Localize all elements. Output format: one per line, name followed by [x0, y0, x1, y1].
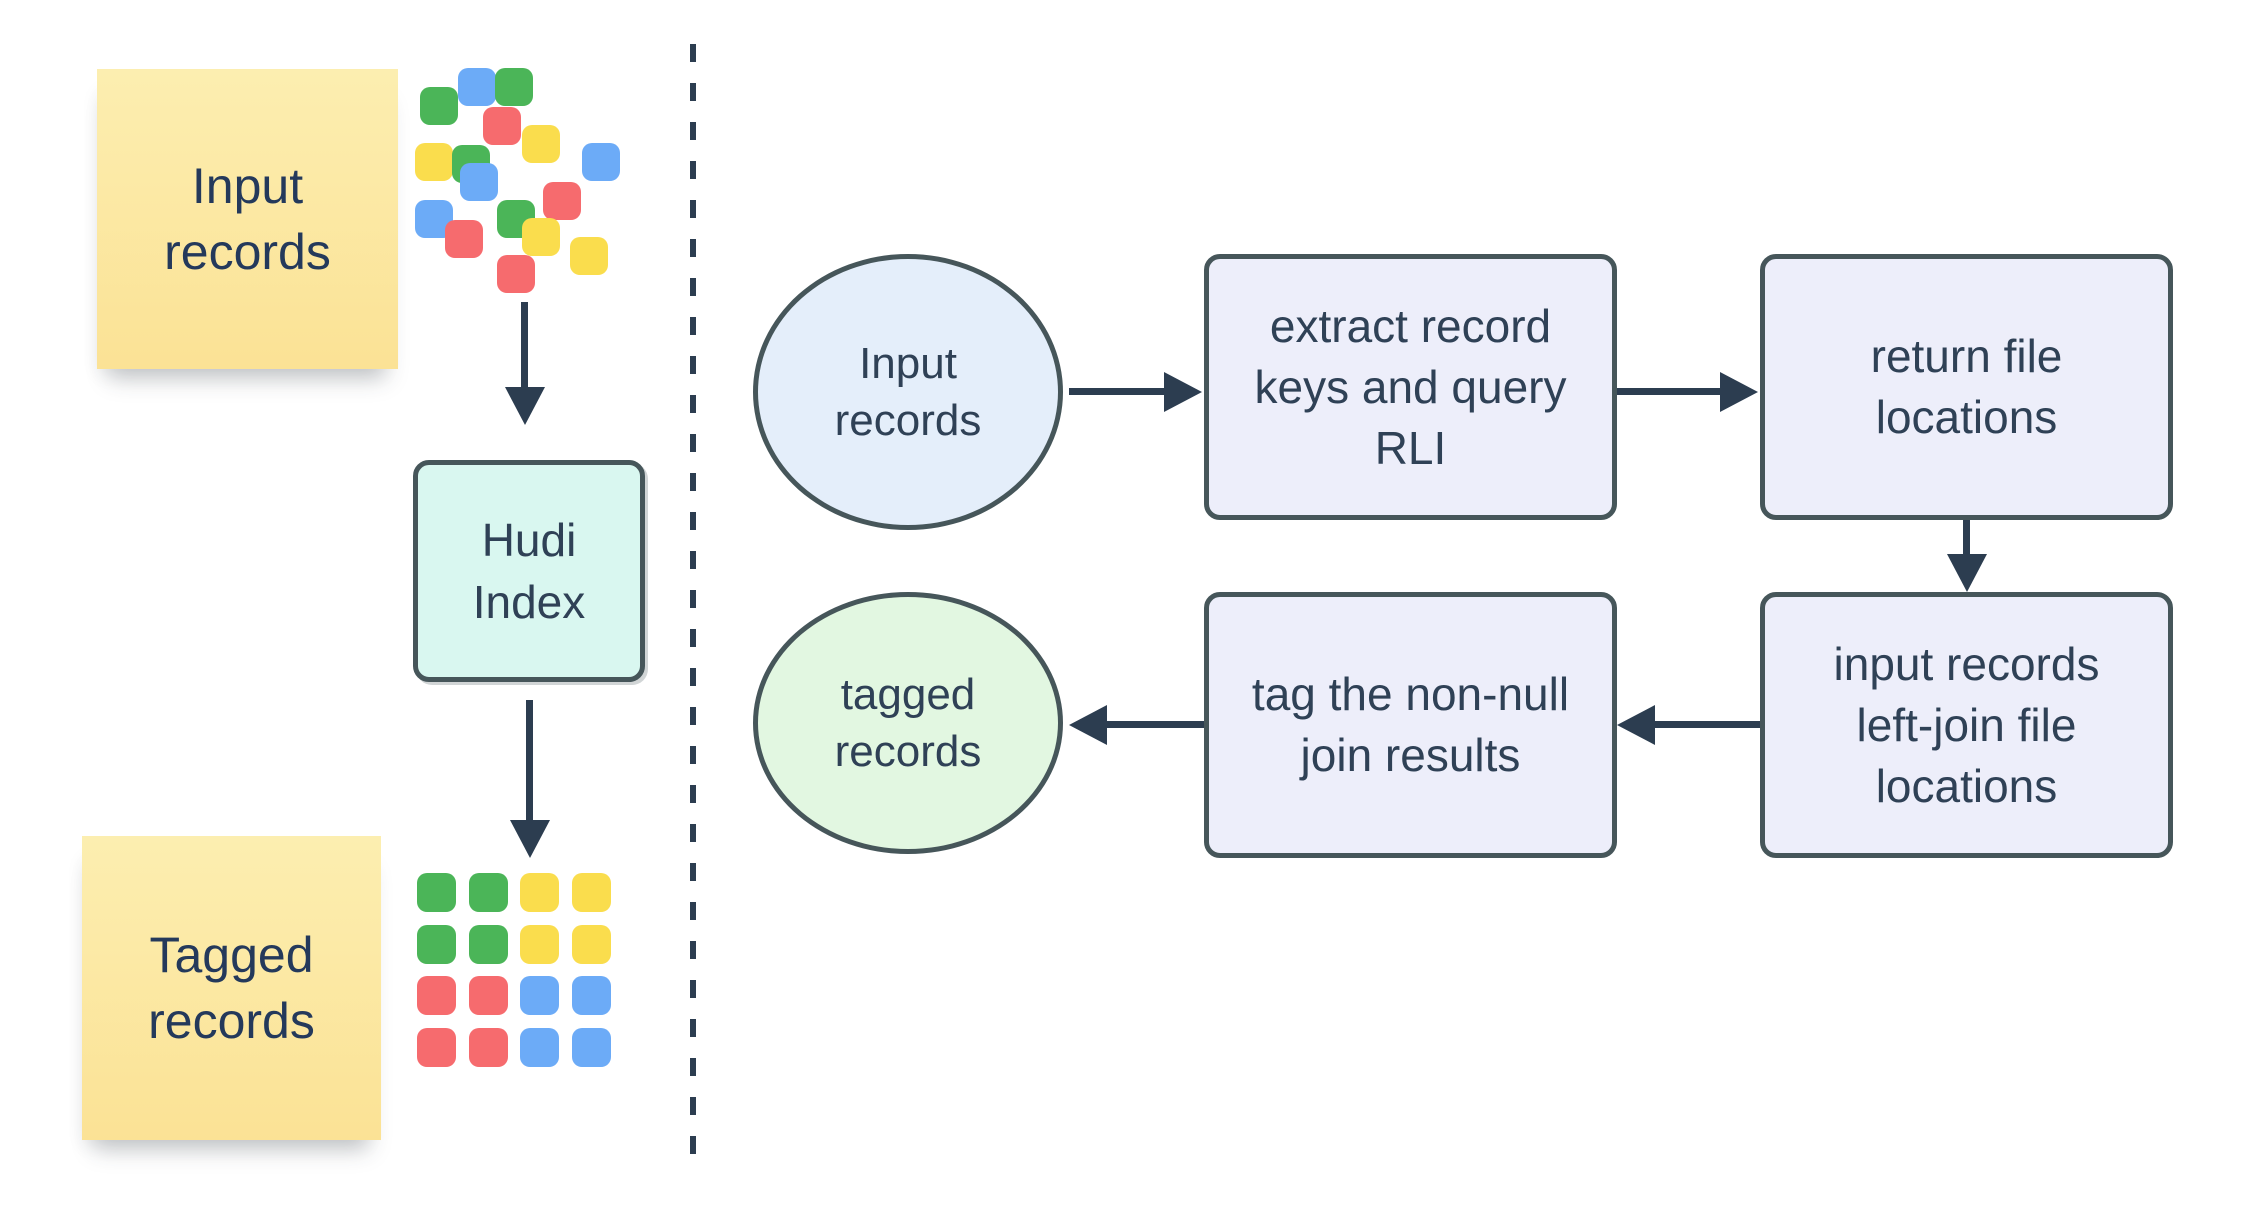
tagged-grid-square-red: [417, 1028, 456, 1067]
arrow-leftjoin-to-tag: [1653, 721, 1760, 728]
node-return-file-locations-label: return file locations: [1870, 330, 2063, 443]
dashed-divider-line: [690, 44, 696, 1160]
scatter-record-square-yellow: [522, 125, 560, 163]
tagged-grid-square-yellow: [572, 873, 611, 912]
tagged-grid-square-red: [417, 976, 456, 1015]
node-extract-record-keys-label: extract record keys and query RLI: [1254, 299, 1567, 474]
scatter-record-square-yellow: [570, 237, 608, 275]
arrow-extract-to-return: [1617, 388, 1722, 395]
tagged-records-note-label: Tagged records: [148, 927, 315, 1049]
input-records-note-label: Input records: [164, 158, 331, 280]
arrow-input-to-extract: [1069, 388, 1166, 395]
tagged-grid-square-green: [469, 925, 508, 964]
node-input-records: Input records: [753, 254, 1063, 530]
node-extract-record-keys: extract record keys and query RLI: [1204, 254, 1617, 520]
tagged-grid-square-blue: [572, 976, 611, 1015]
scatter-record-square-yellow: [415, 143, 453, 181]
tagged-grid-square-blue: [520, 1028, 559, 1067]
scatter-record-square-red: [497, 255, 535, 293]
scatter-record-square-blue: [582, 143, 620, 181]
down-arrow-input-to-hudi: [521, 302, 528, 389]
tagged-grid-square-red: [469, 1028, 508, 1067]
arrow-return-to-leftjoin: [1963, 520, 1970, 556]
tagged-grid-square-yellow: [572, 925, 611, 964]
node-tagged-records: tagged records: [753, 592, 1063, 854]
scatter-record-square-blue: [458, 68, 496, 106]
node-leftjoin-file-locations-label: input records left-join file locations: [1833, 637, 2100, 812]
scatter-record-square-red: [445, 220, 483, 258]
tagged-grid-square-blue: [572, 1028, 611, 1067]
input-records-note: Input records: [97, 69, 398, 369]
arrow-tag-to-tagged: [1105, 721, 1204, 728]
node-tagged-records-label: tagged records: [834, 670, 982, 776]
scatter-record-square-red: [483, 107, 521, 145]
hudi-index-label: Hudi Index: [472, 514, 586, 628]
hudi-index-box: Hudi Index: [413, 460, 645, 682]
tagged-grid-square-red: [469, 976, 508, 1015]
tagged-grid-square-green: [469, 873, 508, 912]
tagged-grid-square-green: [417, 925, 456, 964]
scatter-record-square-red: [543, 182, 581, 220]
scatter-record-square-blue: [460, 163, 498, 201]
node-leftjoin-file-locations: input records left-join file locations: [1760, 592, 2173, 858]
node-input-records-label: Input records: [834, 339, 982, 445]
scatter-record-square-green: [420, 87, 458, 125]
scatter-record-square-green: [495, 68, 533, 106]
node-tag-non-null-label: tag the non-null join results: [1251, 668, 1570, 781]
tagged-grid-square-yellow: [520, 925, 559, 964]
tagged-grid-square-yellow: [520, 873, 559, 912]
scatter-record-square-yellow: [522, 218, 560, 256]
tagged-grid-square-green: [417, 873, 456, 912]
down-arrow-hudi-to-tagged: [526, 700, 533, 822]
node-tag-non-null: tag the non-null join results: [1204, 592, 1617, 858]
tagged-records-note: Tagged records: [82, 836, 381, 1140]
tagged-grid-square-blue: [520, 976, 559, 1015]
node-return-file-locations: return file locations: [1760, 254, 2173, 520]
